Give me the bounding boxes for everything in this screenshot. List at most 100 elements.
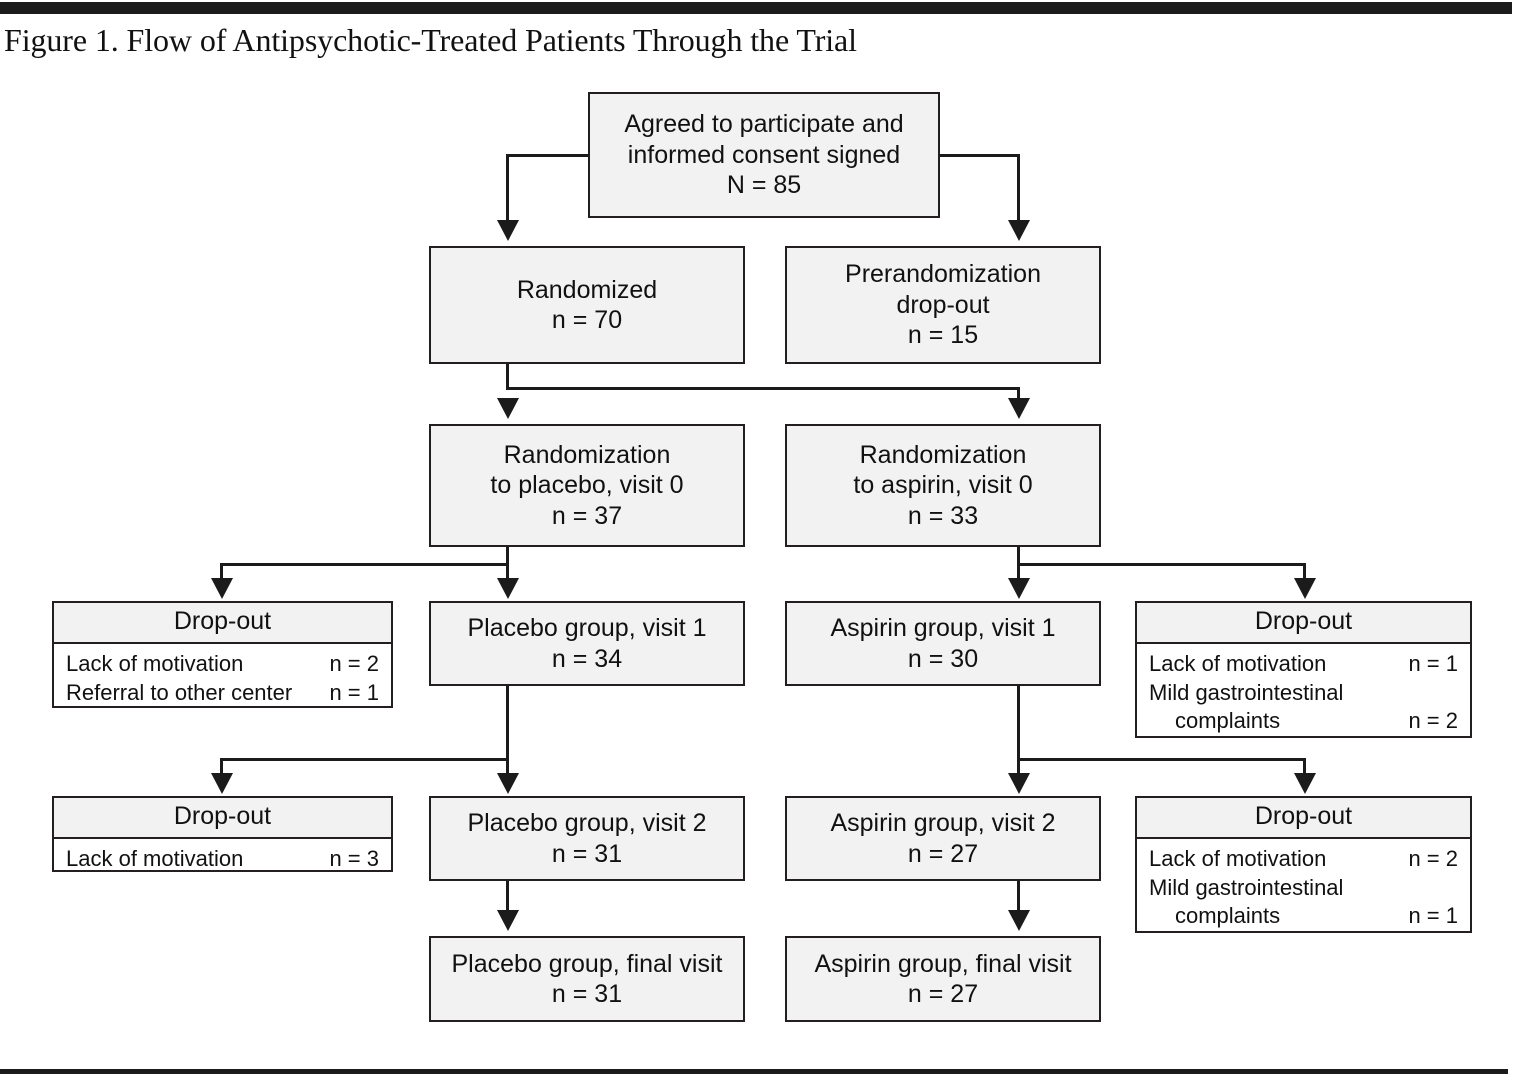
dropout-row: Mild gastrointestinal [1149, 679, 1458, 708]
arrow-aspirinv2-to-final [1008, 910, 1030, 931]
node-randomization-placebo-line-1: Randomization [503, 440, 671, 469]
arrow-randomized-to-placebo [497, 398, 519, 419]
node-aspirin-final-visit[interactable]: Aspirin group, final visit n = 27 [785, 936, 1101, 1022]
node-aspirin-visit-1-line-1: Aspirin group, visit 1 [830, 614, 1056, 642]
bottom-rule [0, 1069, 1508, 1074]
arrow-placebov1-to-visit2 [497, 773, 519, 794]
dropout-row: Lack of motivation n = 3 [66, 845, 379, 874]
node-aspirin-visit-1[interactable]: Aspirin group, visit 1 n = 30 [785, 601, 1101, 686]
arrow-randplacebo-to-visit1 [497, 578, 519, 599]
connector-aspirinv1-stem [1017, 686, 1020, 776]
dropout-count: n = 2 [329, 651, 379, 676]
dropout-count: n = 3 [329, 846, 379, 871]
node-placebo-final-visit-line-1: Placebo group, final visit [451, 949, 723, 978]
dropout-row: complaints n = 1 [1149, 902, 1458, 931]
connector-randplacebo-left-v [220, 563, 223, 581]
arrow-placebov2-to-final [497, 910, 519, 931]
node-randomized-line-2: n = 70 [551, 306, 623, 334]
connector-randaspirin-right-v [1303, 563, 1306, 581]
node-placebo-visit-1[interactable]: Placebo group, visit 1 n = 34 [429, 601, 745, 686]
node-placebo-final-visit-line-2: n = 31 [551, 980, 623, 1008]
node-randomization-aspirin-line-3: n = 33 [907, 501, 979, 530]
panel-placebo-dropout-1-header: Drop-out [54, 603, 391, 644]
connector-randomized-h [506, 387, 1020, 390]
node-consent-line-2: informed consent signed [627, 140, 901, 169]
connector-randplacebo-h [220, 563, 509, 566]
connector-consent-left-h [506, 154, 592, 157]
node-consent-line-3: N = 85 [726, 171, 802, 200]
node-randomization-aspirin-line-1: Randomization [859, 440, 1027, 469]
node-placebo-visit-2-line-1: Placebo group, visit 2 [467, 809, 707, 837]
node-placebo-visit-2[interactable]: Placebo group, visit 2 n = 31 [429, 796, 745, 881]
arrow-consent-to-randomized [497, 220, 519, 241]
panel-aspirin-dropout-1-body: Lack of motivation n = 1 Mild gastrointe… [1137, 644, 1470, 744]
dropout-reason: Lack of motivation [1149, 846, 1327, 871]
connector-placebov1-h [220, 758, 509, 761]
arrow-randaspirin-to-visit1 [1008, 578, 1030, 599]
figure-title: Figure 1. Flow of Antipsychotic-Treated … [4, 22, 857, 58]
dropout-row: Referral to other center n = 1 [66, 679, 379, 708]
dropout-reason: Mild gastrointestinal [1149, 874, 1344, 900]
connector-consent-right-h [936, 154, 1020, 157]
dropout-reason: Lack of motivation [1149, 651, 1327, 676]
dropout-count: n = 2 [1408, 846, 1458, 871]
arrow-consent-to-prerandom [1008, 220, 1030, 241]
connector-aspirinv2-stem [1017, 878, 1020, 914]
dropout-count: n = 2 [1408, 708, 1458, 734]
panel-placebo-dropout-1[interactable]: Drop-out Lack of motivation n = 2 Referr… [52, 601, 393, 708]
panel-placebo-dropout-2[interactable]: Drop-out Lack of motivation n = 3 [52, 796, 393, 872]
node-placebo-final-visit[interactable]: Placebo group, final visit n = 31 [429, 936, 745, 1022]
dropout-row: Mild gastrointestinal [1149, 874, 1458, 903]
node-placebo-visit-1-line-1: Placebo group, visit 1 [467, 614, 707, 642]
node-prerandomization-dropout[interactable]: Prerandomization drop-out n = 15 [785, 246, 1101, 364]
node-consent[interactable]: Agreed to participate and informed conse… [588, 92, 940, 218]
arrow-aspirinv1-to-dropout [1294, 773, 1316, 794]
dropout-row: complaints n = 2 [1149, 707, 1458, 736]
connector-consent-left-v [506, 154, 509, 222]
node-randomization-aspirin[interactable]: Randomization to aspirin, visit 0 n = 33 [785, 424, 1101, 547]
arrow-aspirinv1-to-visit2 [1008, 773, 1030, 794]
dropout-reason: complaints [1175, 708, 1281, 734]
connector-randomized-stem [506, 362, 509, 390]
node-aspirin-visit-1-line-2: n = 30 [907, 644, 979, 673]
panel-aspirin-dropout-2-header: Drop-out [1137, 798, 1470, 839]
connector-placebov2-stem [506, 878, 509, 914]
node-placebo-visit-2-line-2: n = 31 [551, 839, 623, 868]
dropout-row: Lack of motivation n = 2 [66, 650, 379, 679]
dropout-count: n = 1 [329, 679, 379, 705]
node-randomized[interactable]: Randomized n = 70 [429, 246, 745, 364]
connector-aspirinv1-h [1017, 758, 1306, 761]
dropout-count: n = 1 [1408, 903, 1458, 929]
panel-aspirin-dropout-2-body: Lack of motivation n = 2 Mild gastrointe… [1137, 839, 1470, 939]
node-placebo-visit-1-line-2: n = 34 [551, 644, 623, 673]
dropout-reason: Referral to other center [66, 679, 293, 705]
dropout-reason: complaints [1175, 903, 1281, 929]
dropout-reason: Mild gastrointestinal [1149, 679, 1344, 705]
connector-randomized-right-v [1017, 387, 1020, 402]
node-aspirin-visit-2-line-1: Aspirin group, visit 2 [830, 809, 1056, 837]
panel-aspirin-dropout-2[interactable]: Drop-out Lack of motivation n = 2 Mild g… [1135, 796, 1472, 933]
node-aspirin-final-visit-line-2: n = 27 [907, 980, 979, 1008]
node-randomization-placebo[interactable]: Randomization to placebo, visit 0 n = 37 [429, 424, 745, 547]
dropout-row: Lack of motivation n = 2 [1149, 845, 1458, 874]
connector-placebov1-stem [506, 686, 509, 776]
panel-aspirin-dropout-1[interactable]: Drop-out Lack of motivation n = 1 Mild g… [1135, 601, 1472, 738]
node-prerandomization-dropout-line-2: drop-out [896, 290, 990, 319]
dropout-row: Lack of motivation n = 1 [1149, 650, 1458, 679]
arrow-randomized-to-aspirin [1008, 398, 1030, 419]
node-randomized-line-1: Randomized [516, 275, 658, 304]
panel-aspirin-dropout-1-header: Drop-out [1137, 603, 1470, 644]
connector-consent-right-v [1017, 154, 1020, 222]
node-prerandomization-dropout-line-3: n = 15 [907, 321, 979, 350]
top-rule [0, 2, 1512, 14]
dropout-reason: Lack of motivation [66, 651, 244, 676]
dropout-reason: Lack of motivation [66, 846, 244, 871]
node-aspirin-visit-2[interactable]: Aspirin group, visit 2 n = 27 [785, 796, 1101, 881]
connector-randaspirin-h [1017, 563, 1306, 566]
connector-aspirinv1-right-v [1303, 758, 1306, 776]
node-aspirin-visit-2-line-2: n = 27 [907, 839, 979, 868]
panel-placebo-dropout-2-body: Lack of motivation n = 3 [54, 839, 391, 882]
arrow-randaspirin-to-dropout [1294, 578, 1316, 599]
node-prerandomization-dropout-line-1: Prerandomization [845, 260, 1041, 289]
